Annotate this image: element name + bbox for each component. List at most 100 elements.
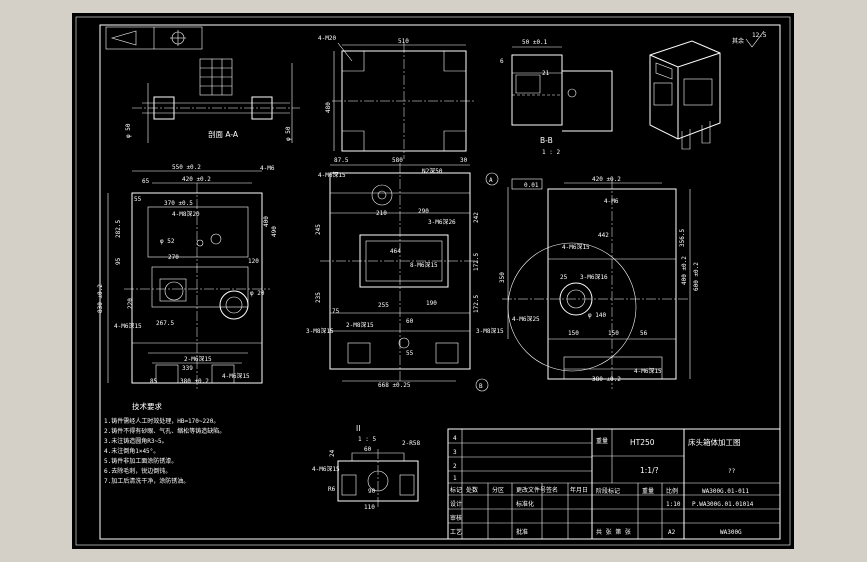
- note-line-4: 4.未注倒角1×45°。: [104, 447, 159, 455]
- tb-row-1: 1: [453, 475, 457, 482]
- lv-dim-65: 65: [142, 178, 150, 185]
- tb-hdr-mark: 标记: [450, 486, 462, 494]
- cv-dim-87: 87.5: [334, 157, 349, 164]
- tb-row-2: 2: [453, 463, 457, 470]
- tb-lbl-stage: 阶段标记: [596, 487, 620, 495]
- section-aa-label: 剖面 A-A: [208, 129, 239, 139]
- technical-notes: 技术要求 1.铸件需经人工时效处理，HB=170~220。 2.铸件不得有砂眼、…: [104, 401, 225, 485]
- tb-hdr-zone: 分区: [492, 486, 504, 494]
- tb-val-ratio: 1:10: [666, 501, 681, 508]
- lv-dim-550: 550 ±0.2: [172, 164, 201, 171]
- rv-dim-400: 400 ±0.2: [681, 256, 688, 285]
- cv-dim-668: 668 ±0.25: [378, 382, 411, 389]
- cv-callout-n2: N2深50: [422, 167, 443, 175]
- tb-lbl-ratio: 比例: [666, 487, 678, 495]
- detail-ii: II 1 : 5 60 90 110 2-R58 4-M6深15 R6 24: [312, 424, 420, 511]
- lv-dim-95: 95: [115, 257, 122, 265]
- ii-dim-24: 24: [329, 449, 336, 457]
- title-block-frame: [447, 428, 781, 540]
- note-line-5: 5.铸件非加工面涂防锈漆。: [104, 457, 177, 465]
- tb-lbl-std: 标准化: [516, 500, 534, 508]
- datum-b-label: B: [479, 383, 483, 390]
- title-block: 4 3 2 1 标记 处数 分区 更改文件号 签名 年月日 设计 标准化 审核 …: [447, 428, 781, 540]
- tb-lbl-weight: 重量: [642, 487, 654, 495]
- left-view: 550 ±0.2 420 ±0.2 65 370 ±0.5 55 282.5 9…: [97, 164, 278, 391]
- ii-dim-90: 90: [368, 488, 376, 495]
- center-boss: [371, 184, 393, 206]
- rv-callout-m6b: 4-M6深15: [562, 243, 590, 251]
- bb-dim-21: 21: [542, 70, 550, 77]
- note-line-3: 3.未注铸造圆角R3~5。: [104, 437, 168, 445]
- rv-dim-420: 420 ±0.2: [592, 176, 621, 183]
- drawing-sheet: φ 50 φ 50 剖面 A-A 510 480 4-M20 50 ±0.1 6…: [72, 13, 794, 549]
- callout-4m20: 4-M20: [318, 35, 336, 42]
- lv-callout-m8: 4-M8深20: [172, 210, 200, 218]
- datum-a-label: A: [489, 177, 493, 184]
- rv-dim-356: 356.5: [679, 229, 686, 247]
- cv-dim-60: 60: [406, 318, 414, 325]
- bb-dim-50: 50 ±0.1: [522, 39, 548, 46]
- lv-dim-830: 830 ±0.2: [97, 284, 104, 313]
- note-line-2: 2.铸件不得有砂眼、气孔、缩松等铸造缺陷。: [104, 427, 225, 435]
- isometric-view: 其余 12.5: [649, 30, 767, 150]
- cv-dim-580: 580: [392, 157, 403, 164]
- lv-dim-85: 85: [150, 378, 158, 385]
- rv-dim-380: 380 ±0.2: [592, 376, 621, 383]
- tb-hdr-doc: 更改文件号: [516, 486, 546, 494]
- tb-code2: P.WA300G.01.01014: [692, 501, 754, 508]
- rv-dim-600: 600 ±0.2: [693, 262, 700, 291]
- tb-scale: 1:1/?: [640, 466, 659, 475]
- lv-dim-370: 370 ±0.5: [164, 200, 193, 207]
- cv-dim-235: 235: [315, 292, 322, 303]
- cv-dim-55: 55: [406, 350, 414, 357]
- lv-dim-220: 220: [127, 298, 134, 309]
- cv-callout-m8: 8-M6深15: [410, 261, 438, 269]
- note-line-6: 6.去除毛刺，锐边倒钝。: [104, 467, 171, 475]
- cad-drawing: φ 50 φ 50 剖面 A-A 510 480 4-M20 50 ±0.1 6…: [75, 16, 791, 546]
- cv-dim-190: 190: [426, 300, 437, 307]
- tb-part-name: 床头箱体加工图: [688, 437, 741, 447]
- taper-symbol: [110, 30, 137, 46]
- lv-dim-282: 282.5: [115, 220, 122, 238]
- section-aa: φ 50 φ 50 剖面 A-A: [105, 26, 300, 143]
- lv-dim-490: 490: [271, 226, 278, 237]
- tb-lbl-material: 重量: [596, 437, 608, 445]
- lv-callout-m6: 4-M6: [260, 165, 275, 172]
- rv-callout-m6c: 4-M6深15: [634, 367, 662, 375]
- right-view: 0.01 420 ±0.2 442 400 ±0.2 600 ±0.2 356.…: [502, 176, 700, 389]
- roughness-label: 其余: [732, 37, 744, 45]
- tb-row-4: 4: [453, 435, 457, 442]
- cv-dim-75: 75: [332, 308, 340, 315]
- lv-dim-270: 270: [168, 254, 179, 261]
- lv-phi52: φ 52: [160, 238, 175, 245]
- lv-dim-55: 55: [134, 196, 142, 203]
- tb-row-3: 3: [453, 449, 457, 456]
- detail-ii-scale: 1 : 5: [358, 436, 376, 443]
- cv-dim-464: 464: [390, 248, 401, 255]
- rv-flatness: 0.01: [524, 182, 539, 189]
- rv-dim-150b: 150: [608, 330, 619, 337]
- tb-code3: WA300G: [720, 529, 742, 536]
- tb-lbl-sheet: 共 张 第 张: [596, 528, 631, 536]
- cv-callout-m3: 3-M8深15: [306, 327, 334, 335]
- ii-callout-r58: 2-R58: [402, 440, 420, 447]
- rv-dim-442: 442: [598, 232, 609, 239]
- cv-callout-m2m: 2-M8深15: [346, 321, 374, 329]
- center-view: 87.5 580 30 210 290 464 255 190 60 55 75…: [306, 157, 509, 392]
- lv-callout-m6a: 4-M6深15: [114, 322, 142, 330]
- cv-dim-245: 245: [315, 224, 322, 235]
- ii-dim-60: 60: [364, 446, 372, 453]
- rv-dim-25: 25: [560, 274, 568, 281]
- cv-dim-1725a: 172.5: [473, 253, 480, 271]
- outer-frame: [75, 16, 791, 546]
- dim-phi50-left: φ 50: [125, 123, 132, 138]
- note-line-1: 1.铸件需经人工时效处理，HB=170~220。: [104, 417, 219, 425]
- cv-callout-m3b: 3-M8深15: [476, 327, 504, 335]
- left-bore: [219, 290, 249, 320]
- datum-b-circle: [475, 378, 489, 392]
- lv-dim-120: 120: [248, 258, 259, 265]
- tb-qmark: ??: [728, 468, 736, 475]
- cv-callout-m6: 4-M6深15: [318, 171, 346, 179]
- lv-dim-380: 380 ±0.2: [180, 378, 209, 385]
- rv-dim-56: 56: [640, 330, 648, 337]
